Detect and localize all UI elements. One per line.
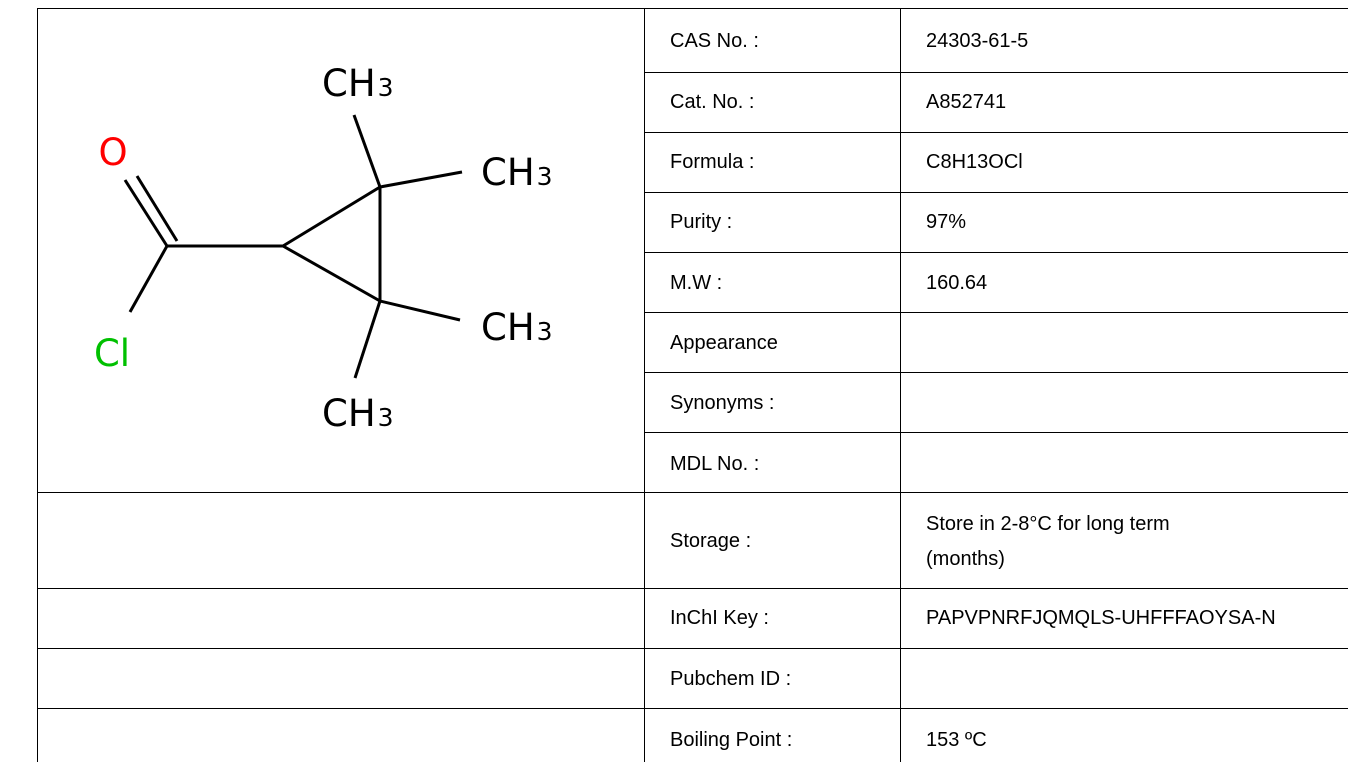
row-divider-full xyxy=(37,708,1348,709)
label-purity: Purity : xyxy=(670,211,733,233)
label-storage: Storage : xyxy=(670,530,752,552)
table-left-border xyxy=(37,8,38,762)
label-molecular-weight: M.W : xyxy=(670,272,723,294)
atom-label-oxygen: O xyxy=(98,131,127,174)
row-divider-full xyxy=(37,492,1348,493)
value-molecular-weight: 160.64 xyxy=(926,272,988,294)
bond-methyl-top xyxy=(352,114,382,188)
row-divider xyxy=(645,192,1348,193)
bond-carbon-chlorine xyxy=(128,245,169,313)
row-divider xyxy=(645,432,1348,433)
value-formula: C8H13OCl xyxy=(926,151,1023,173)
row-divider-full xyxy=(37,588,1348,589)
value-catalog-number: A852741 xyxy=(926,91,1007,113)
methyl-label-bottom: CH3 xyxy=(322,392,394,435)
column-divider-left xyxy=(644,8,645,762)
methyl-label-lower-right: CH3 xyxy=(481,306,553,349)
methyl-label-upper-right: CH3 xyxy=(481,151,553,194)
label-synonyms: Synonyms : xyxy=(670,392,775,414)
row-divider xyxy=(645,372,1348,373)
label-boiling-point: Boiling Point : xyxy=(670,729,793,751)
row-divider xyxy=(645,252,1348,253)
atom-label-chlorine: Cl xyxy=(94,332,130,375)
label-mdl-number: MDL No. : xyxy=(670,453,760,475)
row-divider-full xyxy=(37,648,1348,649)
column-divider-right xyxy=(900,8,901,762)
value-storage-line-2: (months) xyxy=(926,548,1005,570)
label-cas-number: CAS No. : xyxy=(670,30,759,52)
bond-carbonyl-double-outer xyxy=(123,179,169,247)
bond-methyl-lower-right xyxy=(379,299,461,322)
bond-carbonyl-double-inner xyxy=(135,175,179,242)
value-cas-number: 24303-61-5 xyxy=(926,30,1029,52)
label-pubchem-id: Pubchem ID : xyxy=(670,668,792,690)
bond-ring-upper xyxy=(282,185,381,248)
table-top-border xyxy=(37,8,1348,9)
bond-methyl-upper-right xyxy=(379,170,463,189)
row-divider xyxy=(645,132,1348,133)
chemical-structure: O Cl CH3 CH3 CH3 CH3 xyxy=(94,62,553,435)
value-inchi-key: PAPVPNRFJQMQLS-UHFFFAOYSA-N xyxy=(926,607,1276,629)
value-storage-line-1: Store in 2-8°C for long term xyxy=(926,513,1170,535)
label-appearance: Appearance xyxy=(670,332,778,354)
value-boiling-point: 153 ºC xyxy=(926,729,987,751)
bond-methyl-bottom xyxy=(353,300,382,379)
label-inchi-key: InChI Key : xyxy=(670,607,769,629)
label-catalog-number: Cat. No. : xyxy=(670,91,755,113)
value-purity: 97% xyxy=(926,211,967,233)
row-divider xyxy=(645,72,1348,73)
label-formula: Formula : xyxy=(670,151,755,173)
row-divider xyxy=(645,312,1348,313)
methyl-label-top: CH3 xyxy=(322,62,394,105)
bond-ring-lower xyxy=(282,244,381,303)
